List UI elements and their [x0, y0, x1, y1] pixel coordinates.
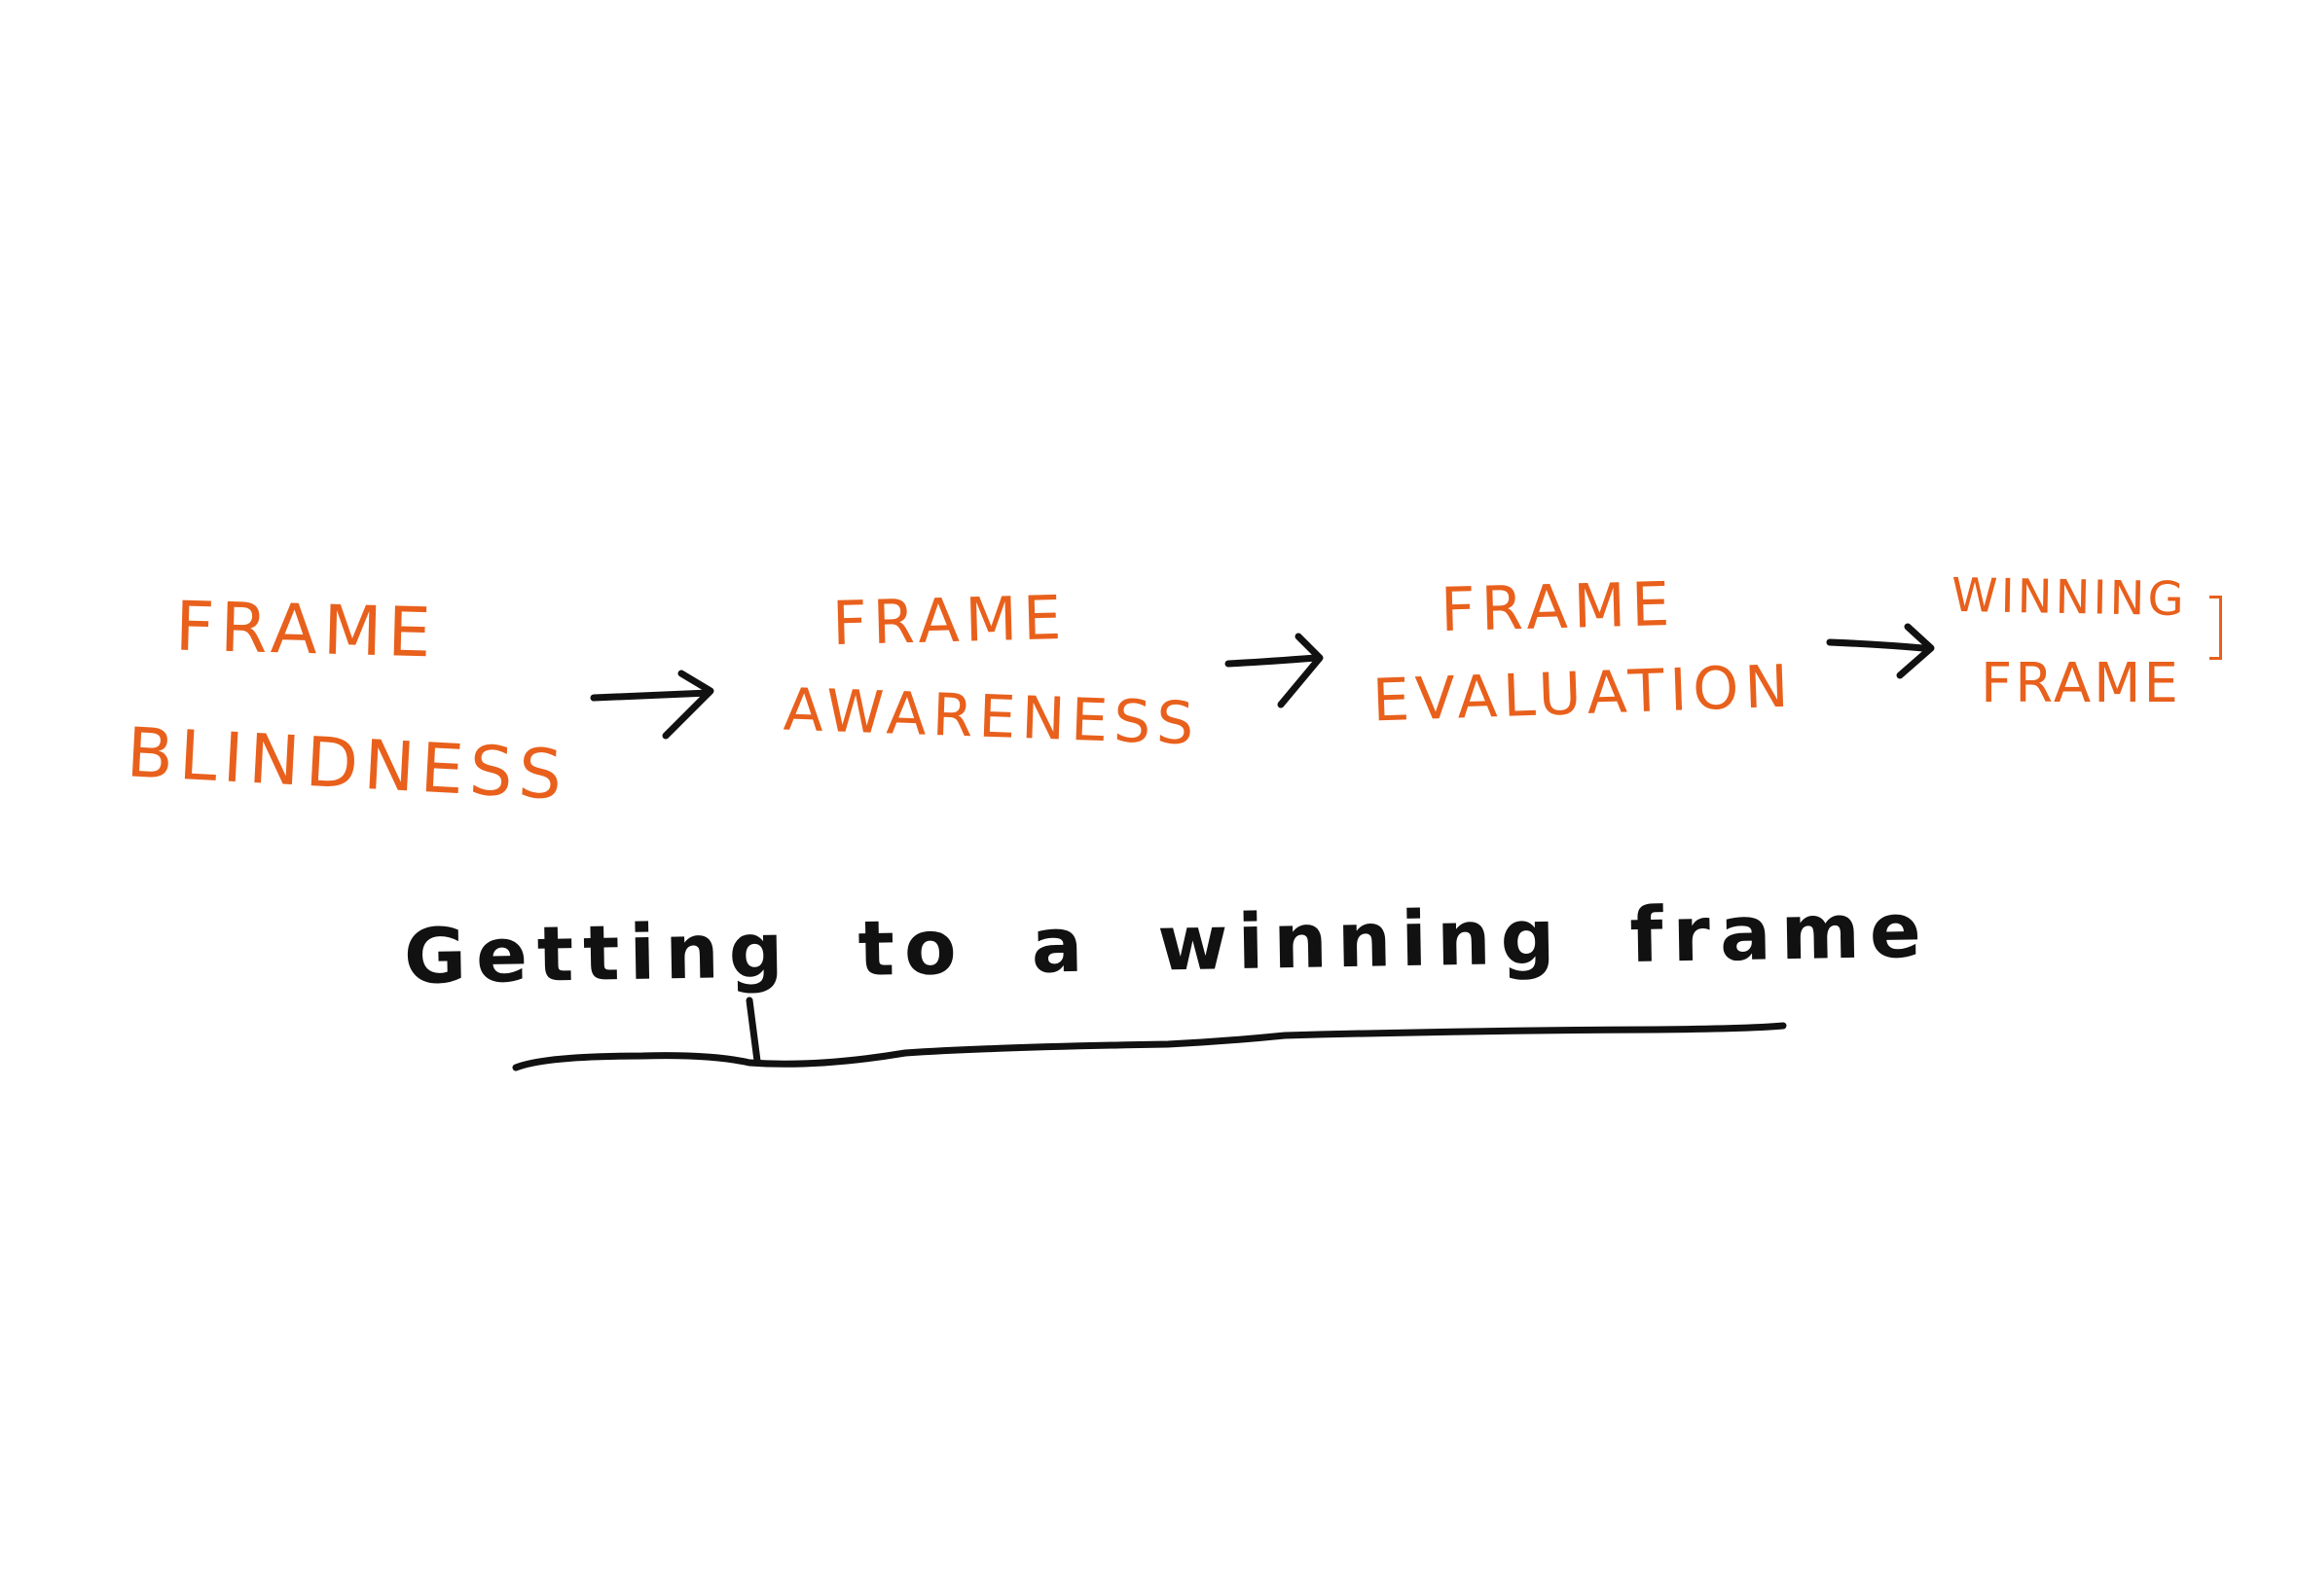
right-arrow-icon — [590, 670, 714, 740]
stage-label-line2: Evaluation — [1370, 652, 1796, 736]
stage-frame-blindness: Frame Blindness — [125, 584, 574, 817]
stage-frame-awareness: Frame Awareness — [782, 579, 1212, 774]
right-arrow-icon — [1826, 623, 1935, 679]
page-title: Getting to a winning frame — [403, 887, 1932, 1001]
stage-label-line2: Awareness — [782, 675, 1201, 759]
right-arrow-icon — [1224, 633, 1324, 708]
heading-underline — [512, 1022, 1787, 1071]
winning-frame-bracket — [2209, 596, 2222, 660]
underline-tick — [746, 997, 761, 1065]
stage-label-line1: Winning — [1951, 567, 2188, 628]
stage-label-line2: Frame — [1981, 652, 2181, 715]
stage-frame-evaluation: Frame Evaluation — [1371, 567, 1796, 754]
stage-winning-frame: Winning Frame — [1951, 564, 2243, 730]
stage-label-line1: Frame — [831, 581, 1069, 660]
stage-label-line2: Blindness — [125, 712, 570, 816]
stage-label-line1: Frame — [173, 586, 438, 673]
stage-label-line1: Frame — [1440, 567, 1677, 646]
